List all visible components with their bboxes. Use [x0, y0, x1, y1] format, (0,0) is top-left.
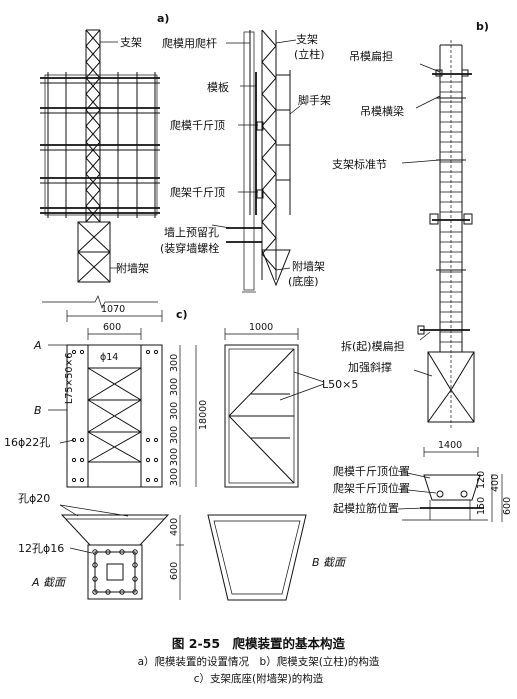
- label-holes12: 12孔ϕ16: [18, 542, 64, 555]
- label-brace: 加强斜撑: [348, 360, 392, 374]
- dim-v300-6: 300: [169, 468, 180, 486]
- panel-label-b: b): [476, 20, 489, 33]
- label-std-section: 支架标准节: [332, 157, 387, 171]
- dim-120: 120: [476, 471, 487, 489]
- dim-400-b: 400: [490, 474, 501, 492]
- label-hole20: 孔ϕ20: [18, 492, 50, 505]
- section-a: 孔ϕ20 12孔ϕ16 A 截面 400 600: [18, 492, 184, 600]
- label-wall-hole-2: (装穿墙螺栓: [160, 241, 219, 255]
- label-scaffold: 脚手架: [298, 93, 331, 107]
- figure-caption: 图 2-55 爬模装置的基本构造 a）爬模装置的设置情况 b）爬模支架(立柱)的…: [0, 634, 517, 688]
- dim-1400: 1400: [438, 440, 462, 451]
- dim-v300-5: 300: [169, 448, 180, 466]
- label-remove-pole: 拆(起)模扁担: [341, 339, 405, 353]
- figure-title: 图 2-55 爬模装置的基本构造: [171, 636, 346, 651]
- label-hoist-pole: 吊模扁担: [349, 49, 393, 63]
- panel-b-column: b): [332, 20, 513, 522]
- section-b: B 截面: [207, 514, 347, 601]
- panel-c-base: c) 1070 600: [4, 304, 358, 601]
- label-support-col-2: (立柱): [294, 47, 325, 61]
- dim-400-c: 400: [169, 518, 180, 536]
- dim-600-b: 600: [502, 497, 513, 515]
- panel-label-c: c): [176, 308, 188, 321]
- label-holes16: 16ϕ22孔: [4, 436, 50, 449]
- label-frame-jack: 爬架千斤顶: [170, 186, 225, 199]
- lattice-support-column: [85, 29, 101, 223]
- label-jack1-pos: 爬模千斤顶位置: [333, 464, 410, 478]
- dim-600-c2: 600: [169, 562, 180, 580]
- label-wall-frame-base-2: (底座): [288, 274, 319, 288]
- right-frame: 1000 L50×5: [224, 322, 358, 488]
- label-dia14: ϕ14: [100, 352, 118, 363]
- section-lattice: [261, 29, 277, 280]
- dim-18000: 18000: [198, 400, 209, 430]
- sec-marker-a: A: [33, 339, 42, 352]
- label-support-col-1: 支架: [296, 33, 318, 46]
- wall-frame-box: [77, 221, 111, 283]
- dim-v300-3: 300: [169, 402, 180, 420]
- left-frame: [66, 344, 163, 488]
- sec-marker-b: B: [34, 404, 42, 417]
- label-formwork: 模板: [207, 80, 229, 94]
- dim-600-c: 600: [103, 322, 121, 333]
- vertical-dims: 300 300 300 300 300 300 18000: [169, 345, 209, 487]
- dim-150: 150: [476, 497, 487, 515]
- dim-v300-2: 300: [169, 378, 180, 396]
- base-detail: 1400 120 150 400 600 爬模千斤顶位置 爬架千斤顶位置 起模拉…: [333, 440, 513, 522]
- label-angle-right: L50×5: [322, 378, 358, 391]
- dim-1070: 1070: [101, 304, 125, 315]
- label-wall-hole-1: 墙上预留孔: [164, 225, 219, 239]
- label-hoist-beam: 吊模横梁: [360, 104, 404, 118]
- label-sec-a: A 截面: [31, 576, 67, 589]
- label-wall-frame-left: 附墙架: [116, 261, 149, 275]
- label-support: 支架: [120, 36, 142, 49]
- panel-a-section: 爬模用爬杆 支架 (立柱) 模板 脚手架 爬模千斤顶 爬架千斤顶 墙上预留孔 (…: [157, 12, 331, 293]
- figure-subcaption-2: c）支架底座(附墙架)的构造: [193, 673, 324, 685]
- label-climb-jack: 爬模千斤顶: [170, 119, 225, 132]
- label-tie-pos: 起模拉筋位置: [333, 501, 399, 515]
- vertical-posts: [47, 72, 156, 218]
- dim-v300-4: 300: [169, 426, 180, 444]
- label-climb-rod: 爬模用爬杆: [162, 36, 217, 50]
- dim-v300-1: 300: [169, 354, 180, 372]
- label-wall-frame-base-1: 附墙架: [292, 259, 325, 273]
- dim-1000: 1000: [249, 322, 273, 333]
- panel-a-elevation: 支架 附墙架: [40, 29, 160, 309]
- figure-subcaption-1: a）爬模装置的设置情况 b）爬模支架(立柱)的构造: [137, 656, 380, 668]
- label-sec-b: B 截面: [312, 556, 347, 569]
- label-jack2-pos: 爬架千斤顶位置: [333, 481, 410, 495]
- label-angle-left: L75×50×6: [64, 353, 75, 404]
- panel-label-a: a): [157, 12, 169, 25]
